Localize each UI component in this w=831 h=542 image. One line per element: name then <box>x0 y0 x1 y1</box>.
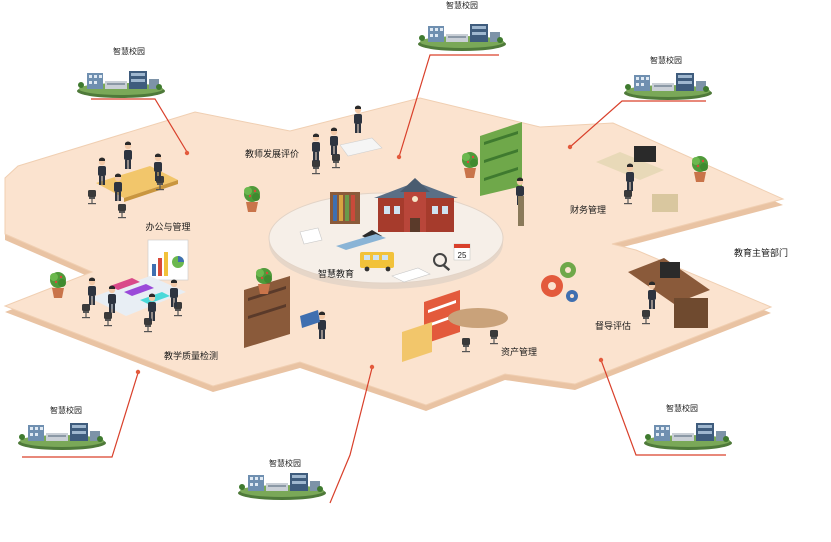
campus-label: 智慧校园 <box>650 55 682 65</box>
zone-label-supervision: 督导评估 <box>595 320 631 331</box>
teacher-training-illustration <box>244 105 383 212</box>
zone-label-teacher: 教师发展评价 <box>245 148 299 159</box>
finance-office-illustration <box>462 122 708 226</box>
asset-management-illustration <box>402 290 508 362</box>
zone-label-office: 办公与管理 <box>145 221 190 232</box>
connector-dots <box>135 144 604 375</box>
office-meeting-illustration <box>88 141 178 219</box>
classroom-illustration <box>50 239 189 333</box>
zone-label-asset: 资产管理 <box>501 346 537 357</box>
school-illustration: 25 <box>299 178 471 283</box>
zone-label-quality: 教学质量检测 <box>164 350 218 361</box>
campus-icon <box>644 423 732 450</box>
campus-label: 智慧校园 <box>113 46 145 56</box>
campus-icon <box>238 473 326 500</box>
calendar-day: 25 <box>458 251 467 260</box>
campus-label: 智慧校园 <box>446 0 478 10</box>
center-label: 智慧教育 <box>318 268 354 279</box>
campus-icon <box>77 71 165 98</box>
campus-icon <box>18 423 106 450</box>
supervision-office-illustration <box>541 258 710 328</box>
department-label: 教育主管部门 <box>734 247 788 258</box>
library-illustration <box>244 268 326 348</box>
campus-icon <box>418 24 506 51</box>
connector-lines <box>22 54 726 504</box>
campus-label: 智慧校园 <box>269 458 301 468</box>
campus-label: 智慧校园 <box>50 405 82 415</box>
campus-label: 智慧校园 <box>666 403 698 413</box>
zone-label-finance: 财务管理 <box>570 204 606 215</box>
campus-icon <box>624 73 712 100</box>
